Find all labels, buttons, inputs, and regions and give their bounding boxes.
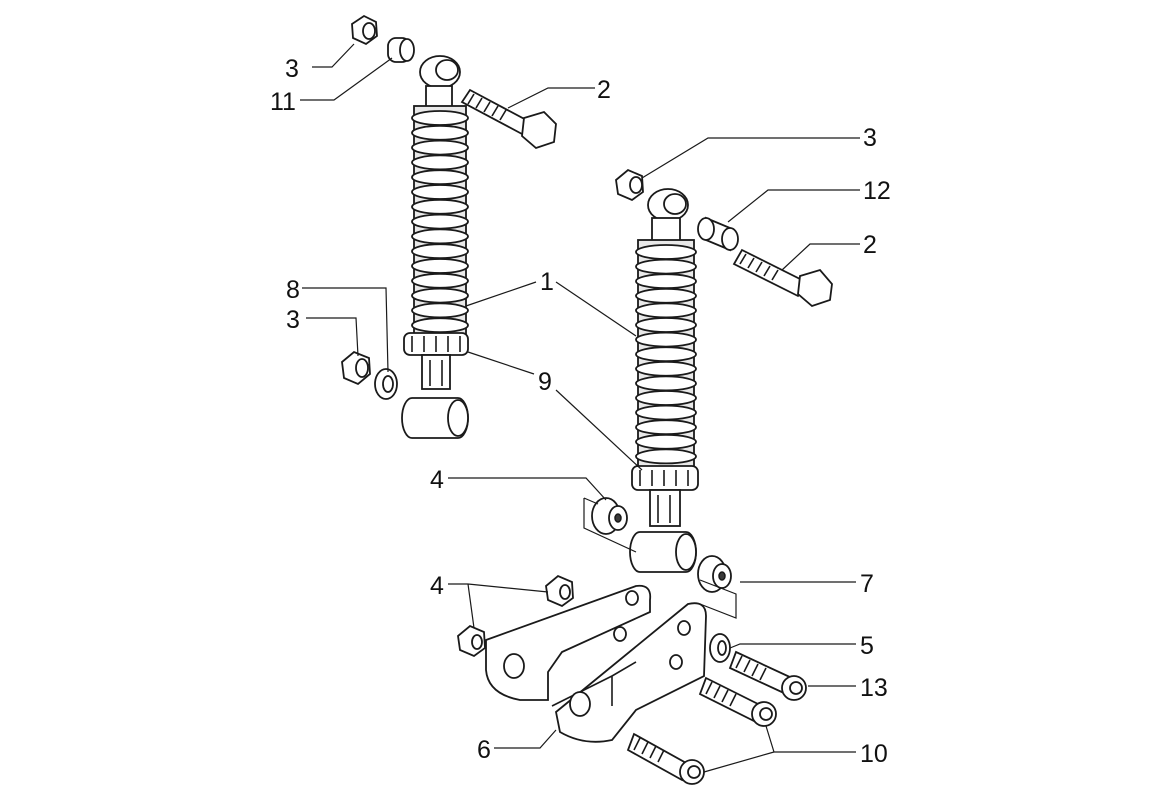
callout-10: 10 (860, 740, 888, 768)
callout-13: 13 (860, 674, 888, 702)
callout-12: 12 (863, 177, 891, 205)
callout-3-top-left: 3 (285, 55, 299, 83)
callout-4-upper: 4 (430, 466, 444, 494)
bracket-bolt-middle (698, 676, 777, 727)
spring-coil (635, 302, 697, 319)
spring-coil (635, 317, 697, 333)
bracket-bolt-upper (728, 650, 807, 701)
mounting-bracket (485, 584, 707, 743)
callout-9: 9 (538, 368, 552, 396)
left-shock-absorber (401, 55, 469, 439)
left-top-spacer (387, 37, 415, 63)
spring-coil (635, 258, 697, 275)
spring-coil (411, 124, 469, 141)
bracket-nut-lower (457, 624, 486, 658)
callout-4-lower: 4 (430, 572, 444, 600)
left-top-nut (351, 14, 378, 46)
right-top-bolt (732, 248, 833, 308)
spring-coil (411, 213, 469, 230)
spring-coil (411, 169, 469, 186)
callout-1: 1 (540, 268, 554, 296)
callout-7: 7 (860, 570, 874, 598)
callout-3-lower-left: 3 (286, 306, 300, 334)
left-lower-washer (374, 368, 398, 400)
spring-coil (411, 154, 469, 171)
callout-3-top-right: 3 (863, 124, 877, 152)
callout-2-right: 2 (863, 231, 877, 259)
callout-labels: 3 11 2 3 12 2 1 8 3 9 4 7 4 5 13 6 10 (270, 55, 891, 768)
callout-6: 6 (477, 736, 491, 764)
callout-2-left: 2 (597, 76, 611, 104)
spring-coil (411, 258, 469, 274)
right-shock-absorber (629, 188, 699, 573)
bracket-nut-upper (545, 574, 574, 608)
spring-coil (411, 139, 469, 156)
bracket-washer (709, 633, 731, 663)
spring-coil (411, 110, 469, 126)
spring-coil (635, 244, 697, 260)
right-top-nut (615, 168, 644, 202)
callout-5: 5 (860, 632, 874, 660)
spring-coil (411, 184, 469, 200)
right-top-spacer (697, 216, 739, 252)
spring-coil (635, 360, 697, 377)
spring-coil (635, 375, 697, 392)
leader-lines (300, 43, 860, 773)
spring-coil (635, 404, 697, 421)
spring-coil (411, 228, 469, 245)
spring-coil (635, 390, 697, 406)
right-lower-bush (697, 555, 732, 593)
callout-8: 8 (286, 276, 300, 304)
spring-coil (635, 433, 697, 450)
spring-coil (411, 302, 469, 319)
left-lower-nut (341, 350, 371, 386)
bracket-bolt-lower (626, 732, 705, 785)
spring-coil (635, 448, 697, 465)
spring-coil (635, 273, 697, 290)
left-top-bolt (460, 88, 557, 150)
spring-coil (411, 198, 469, 215)
spring-coil (635, 331, 697, 348)
left-lower-bush (591, 497, 628, 535)
spring-coil (411, 243, 469, 260)
spring-coil (411, 272, 469, 289)
spring-coil (635, 346, 697, 363)
spring-coil (635, 419, 697, 436)
callout-11: 11 (270, 88, 296, 116)
spring-coil (635, 287, 697, 304)
spring-coil (411, 287, 469, 304)
spring-coil (411, 317, 469, 334)
